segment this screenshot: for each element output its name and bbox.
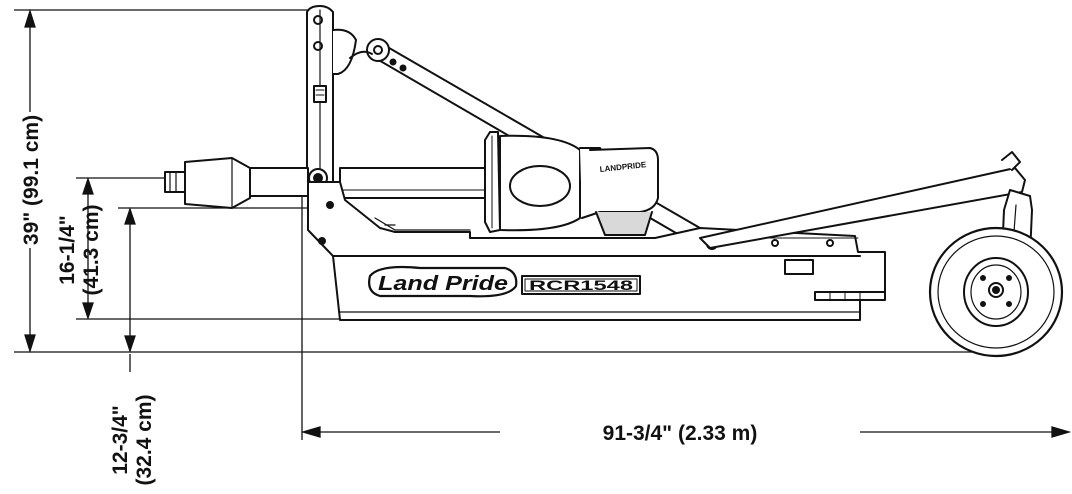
model-decal: RCR1548 bbox=[521, 275, 641, 295]
gearbox-assembly: LANDPRIDE bbox=[484, 131, 659, 236]
overall-length-dimension bbox=[300, 182, 1072, 440]
dimension-lines bbox=[14, 8, 1072, 440]
hitch-upper-label: 16-1/4" bbox=[56, 215, 79, 285]
dimension-labels: 39" (99.1 cm) 16-1/4" (41.3 cm) 12-3/4" … bbox=[20, 115, 757, 486]
model-number-text: RCR1548 bbox=[529, 277, 633, 293]
mower-drawing: LANDPRIDE Land Pride bbox=[164, 5, 1064, 358]
brand-decal: Land Pride bbox=[368, 265, 518, 298]
overall-length-label: 91-3/4" (2.33 m) bbox=[603, 422, 758, 445]
pto-driveline bbox=[164, 157, 486, 209]
hitch-lower-label: 12-3/4" bbox=[109, 405, 132, 475]
brand-logo-text: Land Pride bbox=[378, 273, 508, 295]
hitch-mast bbox=[306, 5, 357, 191]
overall-height-label: 39" (99.1 cm) bbox=[20, 115, 43, 245]
hitch-lower-metric-label: (32.4 cm) bbox=[133, 394, 156, 485]
overall-height-dimension bbox=[14, 8, 1010, 354]
hitch-upper-metric-label: (41.3 cm) bbox=[80, 204, 103, 295]
tail-wheel bbox=[928, 226, 1064, 358]
hitch-lower-dimension bbox=[118, 206, 312, 372]
